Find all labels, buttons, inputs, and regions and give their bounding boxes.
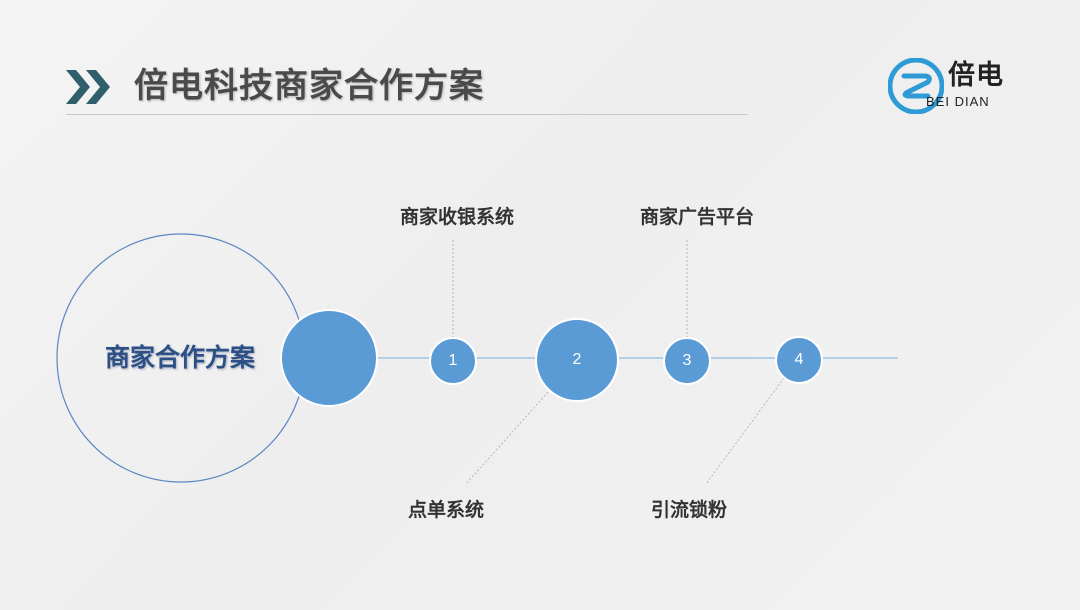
step-number-4: 4 [794, 351, 804, 368]
step-node-1 [429, 337, 477, 385]
step-node-3 [663, 337, 711, 385]
logo-subtitle: BEI DIAN [926, 94, 990, 109]
step-label-1: 商家收银系统 [399, 206, 514, 228]
beidian-logo-icon [888, 58, 944, 114]
title-divider [66, 114, 748, 115]
step-label-4: 引流锁粉 [650, 499, 727, 521]
hub-node [280, 309, 378, 407]
double-chevron-right-icon [66, 70, 110, 104]
step-node-4 [775, 336, 823, 384]
center-label: 商家合作方案 [104, 343, 255, 372]
leader-line-4 [705, 377, 785, 485]
step-number-1: 1 [448, 352, 458, 369]
leader-line-2 [465, 391, 549, 485]
step-label-2: 点单系统 [407, 499, 484, 521]
step-label-3: 商家广告平台 [639, 206, 754, 228]
brand-logo: 倍电 BEI DIAN [888, 58, 1028, 118]
step-node-2 [535, 318, 619, 402]
step-number-2: 2 [572, 351, 582, 368]
step-number-3: 3 [682, 352, 692, 369]
page-title: 倍电科技商家合作方案 [134, 66, 484, 106]
logo-name: 倍电 [948, 60, 1004, 91]
